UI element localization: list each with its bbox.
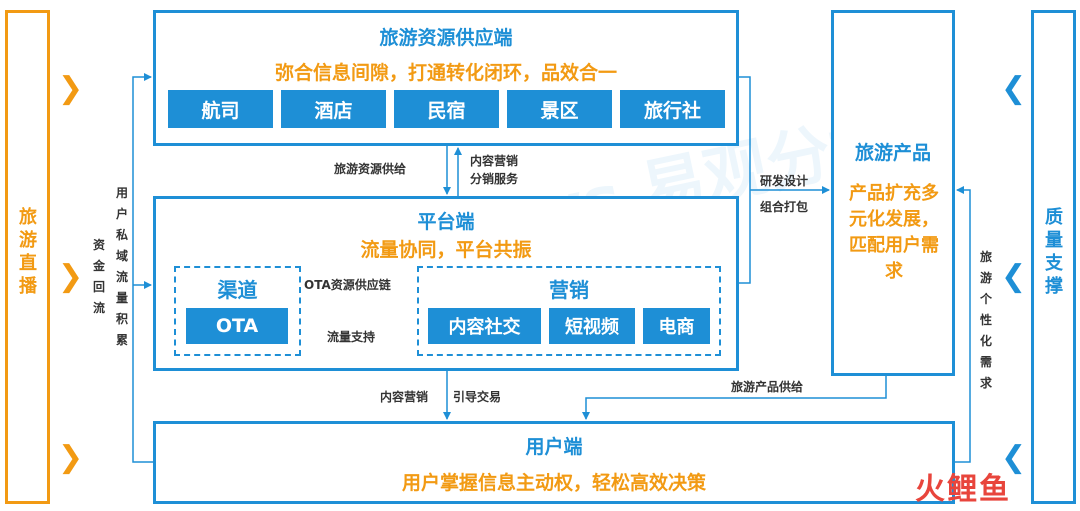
supply-chip: 民宿 xyxy=(394,90,499,128)
demand-arrow xyxy=(955,186,971,463)
supply-subtitle: 弥合信息间隙，打通转化闭环，品效合一 xyxy=(274,62,617,84)
channel-chip-ota: OTA xyxy=(186,308,288,344)
supply-chip: 航司 xyxy=(168,90,273,128)
chevron-right-icon: ❯ xyxy=(58,71,84,106)
left-bar: 旅游直播 xyxy=(5,10,50,504)
label-product-supply: 旅游产品供给 xyxy=(731,380,804,394)
label-capital-backflow: 资金回流 xyxy=(92,238,105,315)
label-guide-trade: 引导交易 xyxy=(453,390,502,404)
supply-product-bracket xyxy=(739,76,751,284)
product-title: 旅游产品 xyxy=(854,142,931,164)
supply-box: 旅游资源供应端 弥合信息间隙，打通转化闭环，品效合一 航司 酒店 民宿 景区 旅… xyxy=(153,10,739,146)
chevron-right-icon: ❯ xyxy=(58,259,84,294)
chevron-left-icon: ❮ xyxy=(1001,71,1027,106)
label-rd-design: 研发设计 xyxy=(760,174,809,188)
label-user-private-traffic: 用户私域流量积累 xyxy=(115,186,128,347)
label-personalized-demand: 旅游个性化需求 xyxy=(979,250,992,390)
label-ota-supply-chain: OTA资源供应链 xyxy=(304,278,391,292)
product-body: 产品扩充多元化发展，匹配用户需求 xyxy=(849,183,939,282)
supply-chip: 旅行社 xyxy=(620,90,725,128)
brand-watermark: 火鲤鱼 xyxy=(915,472,1011,507)
channel-box: 渠道 OTA xyxy=(174,266,301,356)
chevron-left-icon: ❮ xyxy=(1001,440,1027,475)
product-box: 旅游产品 产品扩充多元化发展，匹配用户需求 xyxy=(831,10,955,376)
label-distribution-service: 分销服务 xyxy=(470,172,519,186)
left-bar-label: 旅游直播 xyxy=(19,207,37,297)
chevron-left-icon: ❮ xyxy=(1001,259,1027,294)
marketing-chip: 电商 xyxy=(643,308,710,344)
marketing-chip: 内容社交 xyxy=(428,308,541,344)
label-traffic-support: 流量支持 xyxy=(327,330,376,344)
user-subtitle: 用户掌握信息主动权，轻松高效决策 xyxy=(401,472,706,494)
user-title: 用户端 xyxy=(525,436,583,458)
supply-title: 旅游资源供应端 xyxy=(379,27,513,49)
label-content-marketing-top: 内容营销 xyxy=(470,154,519,168)
chevron-right-icon: ❯ xyxy=(58,440,84,475)
label-supply-to-platform: 旅游资源供给 xyxy=(334,162,407,176)
channel-title: 渠道 xyxy=(217,278,258,302)
label-content-marketing-bottom: 内容营销 xyxy=(380,390,429,404)
product-to-user-arrow xyxy=(582,376,887,420)
platform-subtitle: 流量协同，平台共振 xyxy=(360,239,532,261)
marketing-chip: 短视频 xyxy=(549,308,635,344)
left-loop-line xyxy=(132,73,153,463)
platform-title: 平台端 xyxy=(417,211,475,233)
marketing-box: 营销 内容社交 短视频 电商 xyxy=(417,266,721,356)
user-box: 用户端 用户掌握信息主动权，轻松高效决策 xyxy=(153,421,955,504)
right-bar-label: 质量支撑 xyxy=(1045,207,1063,297)
label-bundle: 组合打包 xyxy=(760,200,809,214)
supply-chip: 景区 xyxy=(507,90,612,128)
supply-chip: 酒店 xyxy=(281,90,386,128)
platform-box: 平台端 流量协同，平台共振 渠道 OTA 营销 内容社交 短视频 电商 xyxy=(153,196,739,371)
marketing-title: 营销 xyxy=(549,278,589,302)
right-bar: 质量支撑 xyxy=(1031,10,1076,504)
